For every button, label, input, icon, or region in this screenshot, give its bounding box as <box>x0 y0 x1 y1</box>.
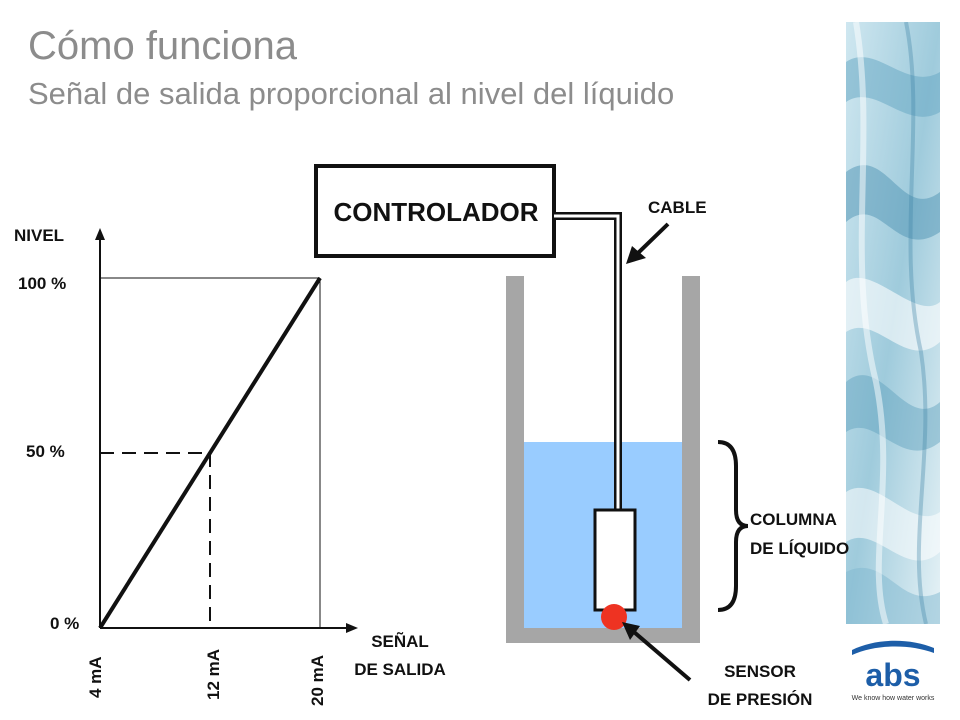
logo-wordmark: abs <box>865 657 920 693</box>
sensor-label-line2: DE PRESIÓN <box>707 690 813 709</box>
x-tick-12ma: 12 mA <box>204 648 223 700</box>
cable-label: CABLE <box>648 198 707 217</box>
y-tick-100: 100 % <box>18 274 67 293</box>
sensor-probe <box>593 508 637 612</box>
x-axis-arrow <box>346 623 358 633</box>
sensor-pointer-arrowhead <box>622 622 640 640</box>
sensor-pointer-line <box>632 630 692 682</box>
tank-floor <box>506 628 700 643</box>
x-axis-label-line1: SEÑAL <box>371 632 429 651</box>
logo-swoosh-icon <box>852 640 934 655</box>
water-texture-image <box>846 22 940 624</box>
x-tick-4ma: 4 mA <box>86 656 105 698</box>
tank-wall-right <box>682 276 700 643</box>
page-subtitle: Señal de salida proporcional al nivel de… <box>28 76 675 111</box>
y-tick-50: 50 % <box>26 442 65 461</box>
cable-pointer-arrowhead <box>626 246 646 264</box>
cable-pointer-line <box>634 222 670 257</box>
x-axis-label-line2: DE SALIDA <box>354 660 446 679</box>
y-axis-arrow <box>95 228 105 240</box>
controller-box <box>314 164 556 258</box>
controller-label: CONTROLADOR <box>333 197 539 227</box>
abs-logo: abs We know how water works <box>852 640 935 702</box>
tank-wall-left <box>506 276 524 643</box>
column-label-line2: DE LÍQUIDO <box>750 539 850 558</box>
x-tick-20ma: 20 mA <box>308 654 327 706</box>
page-title: Cómo funciona <box>28 24 298 68</box>
cable-inner <box>554 214 620 510</box>
column-label-line1: COLUMNA <box>750 510 837 529</box>
liquid-column-brace <box>717 440 749 612</box>
sensor-label-line1: SENSOR <box>724 662 796 681</box>
proportional-line <box>98 276 322 630</box>
logo-tagline: We know how water works <box>852 695 935 702</box>
pressure-sensor-dot <box>601 604 627 630</box>
y-axis-label: NIVEL <box>14 226 65 245</box>
y-tick-0: 0 % <box>50 614 80 633</box>
